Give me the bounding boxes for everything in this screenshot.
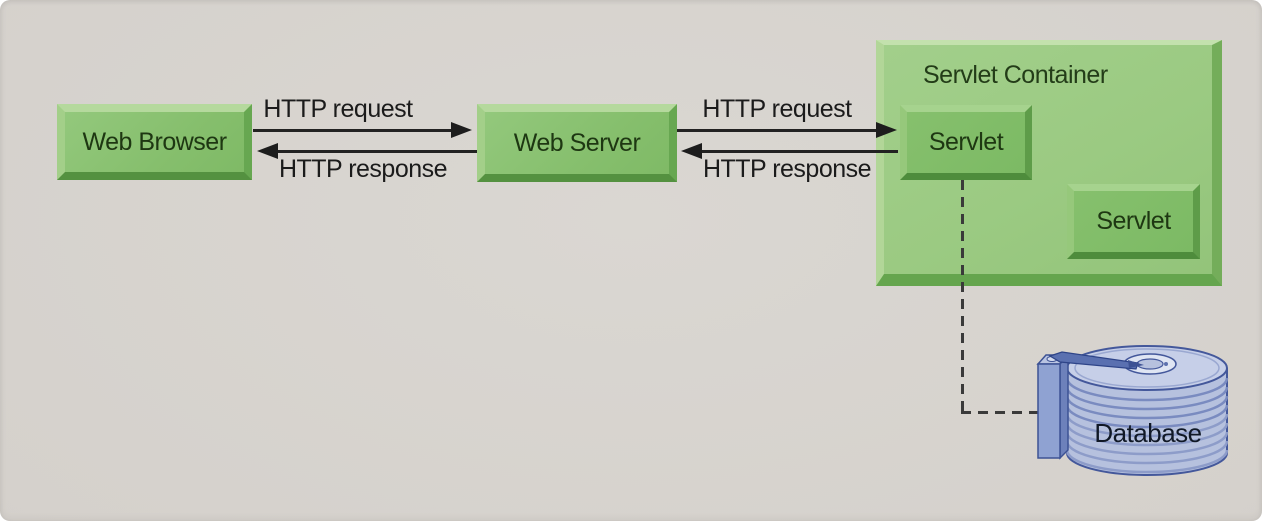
- node-database: Database: [1032, 338, 1232, 488]
- arrow-http-response-2: [681, 143, 898, 159]
- arrow-http-request-2: [677, 122, 897, 138]
- servlet-b-label: Servlet: [1096, 207, 1171, 235]
- arrowhead-right-icon: [876, 122, 897, 138]
- dashed-connector-vertical: [961, 180, 964, 413]
- servlet-container-label: Servlet Container: [923, 61, 1108, 89]
- node-web-server: Web Server: [477, 104, 677, 182]
- arrow-shaft: [677, 128, 876, 132]
- arrow-shaft: [702, 149, 898, 153]
- arrow-shaft: [253, 128, 451, 132]
- arrowhead-left-icon: [257, 143, 278, 159]
- web-browser-label: Web Browser: [82, 127, 227, 156]
- edge-label-http-request-2: HTTP request: [702, 95, 852, 123]
- arrow-http-request-1: [253, 122, 472, 138]
- edge-label-http-response-1: HTTP response: [278, 155, 448, 183]
- database-label: Database: [1094, 418, 1201, 448]
- node-web-browser: Web Browser: [57, 104, 252, 180]
- database-disk-icon: Database: [1036, 345, 1229, 476]
- node-servlet-a: Servlet: [900, 105, 1032, 180]
- dashed-connector-horizontal: [961, 411, 1047, 414]
- node-servlet-b: Servlet: [1067, 184, 1200, 259]
- edge-label-http-request-1: HTTP request: [263, 95, 413, 123]
- web-server-label: Web Server: [513, 128, 641, 157]
- arrow-http-response-1: [257, 143, 477, 159]
- arrowhead-left-icon: [681, 143, 702, 159]
- arrow-shaft: [278, 149, 477, 153]
- servlet-a-label: Servlet: [928, 128, 1004, 156]
- arrowhead-right-icon: [451, 122, 472, 138]
- edge-label-http-response-2: HTTP response: [702, 155, 872, 183]
